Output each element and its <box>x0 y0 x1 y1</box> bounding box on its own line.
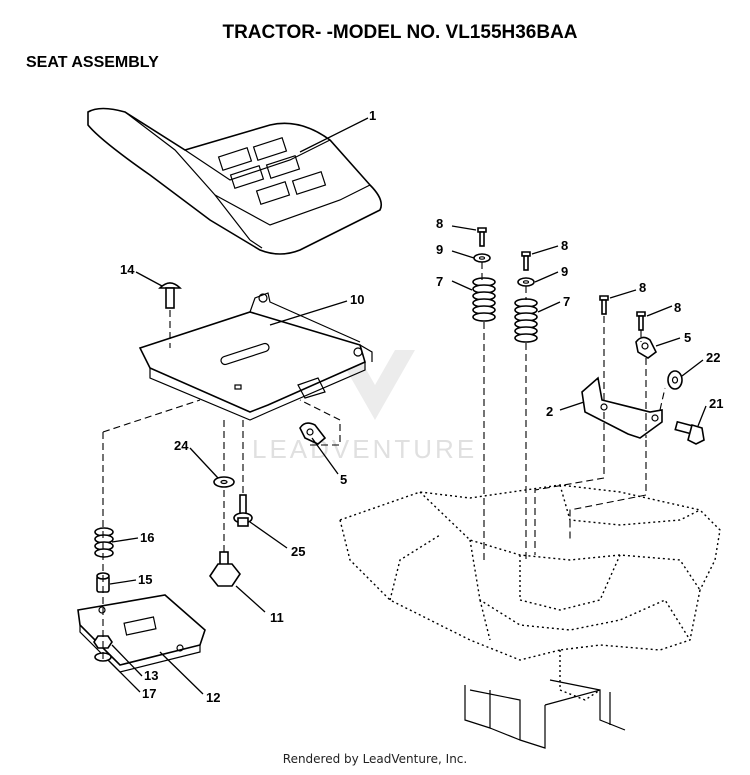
callout-5-left: 5 <box>340 472 347 487</box>
shoulder-bolt-21 <box>674 420 705 445</box>
seat <box>87 107 383 255</box>
page-title: TRACTOR- -MODEL NO. VL155H36BAA <box>222 22 578 43</box>
shoulder-bolt <box>233 494 253 527</box>
callout-11: 11 <box>270 610 284 625</box>
callout-7-a: 7 <box>436 274 443 289</box>
callout-5-right: 5 <box>684 330 691 345</box>
spring-bolts <box>477 227 646 331</box>
clip-left <box>299 422 327 445</box>
callout-9-a: 9 <box>436 242 443 257</box>
tractor-fender <box>339 484 721 701</box>
assembly-lines-left <box>102 310 341 660</box>
callout-10: 10 <box>350 292 364 307</box>
frame-legs <box>464 679 626 749</box>
callout-2: 2 <box>546 404 553 419</box>
assembly-lines-right <box>481 262 666 560</box>
seat-pan <box>138 292 373 421</box>
callout-8-d: 8 <box>674 300 681 315</box>
callout-7-b: 7 <box>563 294 570 309</box>
callout-labels: 1 14 10 24 5 16 15 11 25 13 17 12 8 9 7 … <box>120 108 723 705</box>
watermark: LEADVENTURE <box>252 350 477 464</box>
callout-16: 16 <box>140 530 154 545</box>
nut-22 <box>667 370 683 390</box>
washer-24 <box>213 476 235 488</box>
adjustment-knob <box>209 551 241 587</box>
callout-14: 14 <box>120 262 135 277</box>
callout-8-b: 8 <box>561 238 568 253</box>
spacer-15 <box>96 572 110 593</box>
callout-1: 1 <box>369 108 376 123</box>
watermark-text: LEADVENTURE <box>252 434 477 464</box>
callout-13: 13 <box>144 668 158 683</box>
callout-12: 12 <box>206 690 220 705</box>
callout-8-a: 8 <box>436 216 443 231</box>
leader-lines <box>107 117 707 695</box>
spring-16 <box>94 527 114 558</box>
callout-8-c: 8 <box>639 280 646 295</box>
callout-22: 22 <box>706 350 720 365</box>
callout-15: 15 <box>138 572 152 587</box>
callout-9-b: 9 <box>561 264 568 279</box>
callout-24: 24 <box>174 438 189 453</box>
callout-21: 21 <box>709 396 723 411</box>
section-subtitle: SEAT ASSEMBLY <box>26 54 159 71</box>
clip-right <box>635 336 658 359</box>
callout-17: 17 <box>142 686 156 701</box>
seat-slide <box>77 594 206 673</box>
pivot-bracket <box>581 376 663 439</box>
springs-7 <box>472 277 538 343</box>
footer-credit: Rendered by LeadVenture, Inc. <box>282 752 468 766</box>
carriage-bolt <box>158 282 182 309</box>
callout-25: 25 <box>291 544 305 559</box>
